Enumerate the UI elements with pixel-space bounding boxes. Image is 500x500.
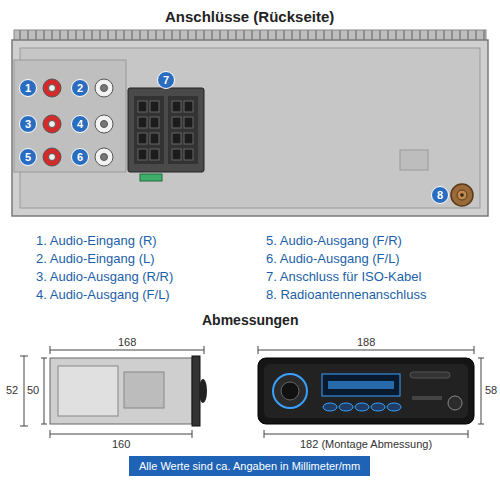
callout-number: 4 [71, 115, 89, 133]
callout-number: 1 [19, 79, 37, 97]
dimension: 168 [117, 336, 137, 349]
callout-number: 3 [19, 115, 37, 133]
callout-text: 5 [25, 152, 31, 163]
callout-text: 2 [77, 83, 83, 94]
dimension: 182 (Montage Abmessung) [299, 438, 433, 451]
callout-text: 8 [437, 190, 443, 201]
legend-item: 6. Audio-Ausgang (F/L) [266, 252, 400, 267]
dimension: 58 [484, 384, 498, 397]
dimension: 188 [356, 336, 376, 349]
callout-number: 6 [71, 148, 89, 166]
callout-text: 6 [77, 152, 83, 163]
legend-item: 8. Radioantennenanschluss [266, 288, 426, 303]
dimension: 50 [26, 384, 40, 397]
callout-number: 5 [19, 148, 37, 166]
legend-item: 4. Audio-Ausgang (F/L) [36, 288, 170, 303]
legend-item: 1. Audio-Eingang (R) [36, 234, 157, 249]
callout-text: 1 [25, 83, 31, 94]
legend-item: 5. Audio-Ausgang (F/R) [266, 234, 402, 249]
callout-number: 7 [157, 71, 175, 89]
info-bar: Alle Werte sind ca. Angaben in Millimete… [129, 456, 370, 476]
callout-number: 8 [431, 186, 449, 204]
section-title: Anschlüsse (Rückseite) [165, 8, 334, 25]
dimension: 52 [5, 384, 19, 397]
callout-text: 4 [77, 119, 83, 130]
callout-number: 2 [71, 79, 89, 97]
legend-item: 7. Anschluss für ISO-Kabel [266, 270, 421, 285]
legend-item: 3. Audio-Ausgang (R/R) [36, 270, 173, 285]
note-text: Alle Werte sind ca. Angaben in Millimete… [139, 460, 360, 472]
callout-text: 7 [163, 75, 169, 86]
legend-item: 2. Audio-Eingang (L) [36, 252, 155, 267]
callout-text: 3 [25, 119, 31, 130]
dimension: 160 [111, 438, 131, 451]
section-title: Abmessungen [202, 312, 298, 328]
